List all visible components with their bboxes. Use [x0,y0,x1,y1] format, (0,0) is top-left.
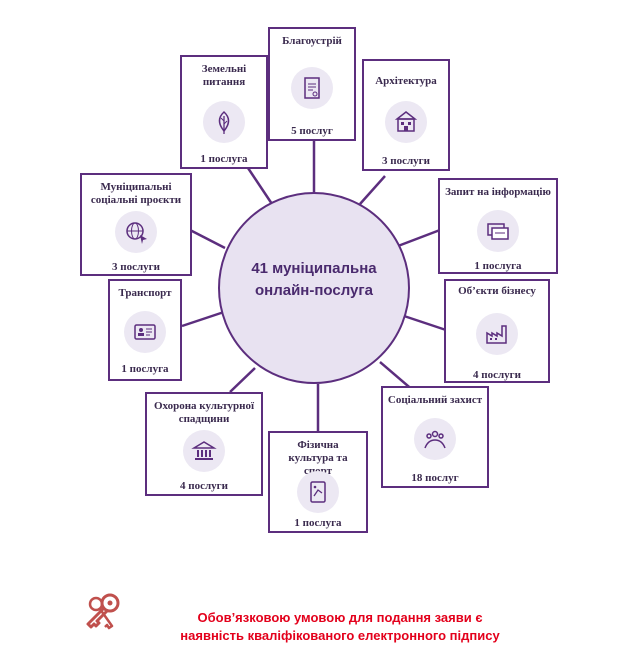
service-count: 1 послуга [200,153,248,165]
museum-icon [183,430,225,472]
signature-requirement-note: Обов’язковою умовою для подання заяви є … [150,609,530,645]
service-count: 18 послуг [411,472,459,484]
note-line-2: наявність кваліфікованого електронного п… [180,628,500,643]
hub-label: 41 муніципальна онлайн-послуга [220,258,408,302]
service-card-sotsialnyi[interactable]: Соціальний захист 18 послуг [381,386,489,488]
service-count: 4 послуги [473,369,521,381]
factory-icon [476,313,518,355]
hub-line-1: 41 муніципальна [251,260,377,277]
service-card-zemelni[interactable]: Земельні питання 1 послуга [180,55,268,169]
service-count: 5 послуг [291,125,333,137]
service-card-munitsypalni[interactable]: Муніципальні соціальні проєкти 3 послуги [80,173,192,276]
document-icon [291,67,333,109]
tactics-board-icon [297,471,339,513]
service-title: Благоустрій [282,35,342,47]
service-title: Архітектура [375,75,437,87]
people-care-icon [414,418,456,460]
service-count: 3 послуги [382,155,430,167]
service-card-okhorona[interactable]: Охорона культурної спадщини 4 послуги [145,392,263,496]
service-count: 4 послуги [180,480,228,492]
hub-line-2: онлайн-послуга [254,282,373,299]
service-count: 1 послуга [474,260,522,272]
globe-cursor-icon [115,211,157,253]
service-title: Охорона культурної спадщини [153,400,255,425]
service-card-fizychna[interactable]: Фізична культура та спорт 1 послуга [268,431,368,533]
hub-circle: 41 муніципальна онлайн-послуга [218,192,410,384]
service-title: Муніципальні соціальні проєкти [90,181,182,206]
service-card-obiekty[interactable]: Об’єкти бізнесу 4 послуги [444,279,550,383]
service-title: Запит на інформацію [445,186,551,198]
service-card-blagoustriy[interactable]: Благоустрій 5 послуг [268,27,356,141]
service-card-arkhitektura[interactable]: Архітектура 3 послуги [362,59,450,171]
id-card-icon [124,311,166,353]
service-card-zapyt[interactable]: Запит на інформацію 1 послуга [438,178,558,274]
service-card-transport[interactable]: Транспорт 1 послуга [108,279,182,381]
service-count: 1 послуга [121,363,169,375]
leaf-icon [203,101,245,143]
service-count: 3 послуги [112,261,160,273]
service-title: Соціальний захист [387,394,483,406]
key-icon [86,593,120,630]
cards-icon [477,210,519,252]
service-title: Транспорт [118,287,172,299]
building-icon [385,101,427,143]
service-title: Земельні питання [201,63,247,88]
service-count: 1 послуга [294,517,342,529]
service-title: Об’єкти бізнесу [458,285,536,297]
note-line-1: Обов’язковою умовою для подання заяви є [197,610,483,625]
